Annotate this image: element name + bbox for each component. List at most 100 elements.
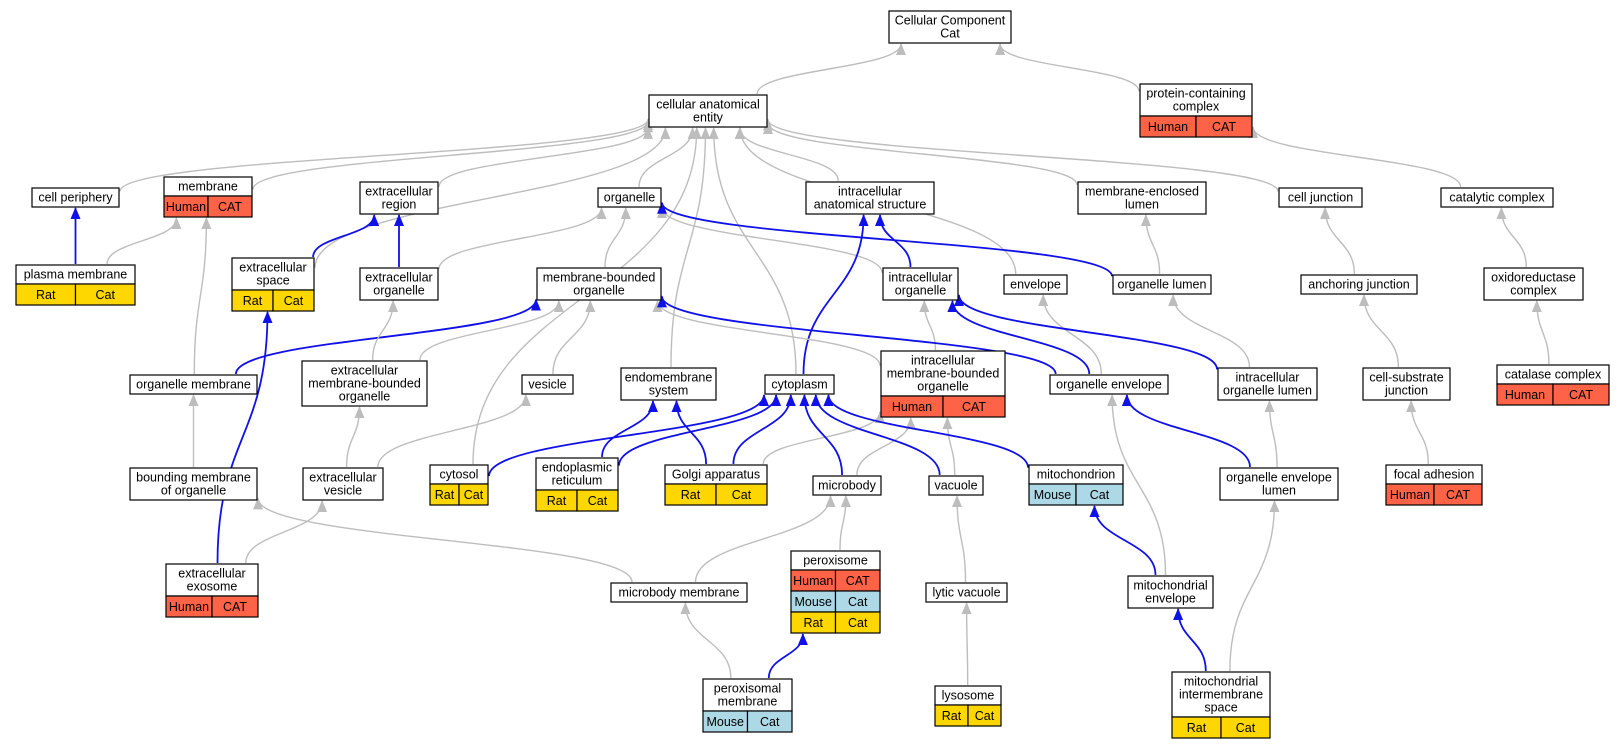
term-title-box (805, 181, 935, 215)
edge-extracellular-space-to-extracellular-region (312, 214, 380, 258)
gene-label: CAT (1569, 388, 1593, 402)
term-node-cytoplasm[interactable]: cytoplasm (764, 374, 835, 395)
gene-label: Cat (284, 294, 304, 308)
species-label: Human (1148, 120, 1188, 134)
term-node-envelope[interactable]: envelope (1003, 274, 1068, 295)
term-label-line: organelle (339, 390, 390, 404)
edge-intracellular-mb-organelle-to-intracellular-organelle (919, 300, 937, 351)
term-label-line: vesicle (324, 484, 362, 498)
edge-microbody-membrane-to-microbody (694, 495, 836, 583)
term-title-box (1219, 467, 1339, 501)
edge-intracellular-organelle-lumen-to-organelle-lumen (1168, 294, 1251, 368)
edge-path (1248, 126, 1462, 188)
edge-path (252, 120, 653, 190)
gene-cell (272, 289, 315, 312)
term-node-catalytic-complex[interactable]: catalytic complex (1440, 187, 1554, 208)
term-node-vacuole[interactable]: vacuole (928, 475, 984, 496)
term-label-line: catalytic complex (1449, 191, 1545, 205)
term-title-box (888, 10, 1012, 44)
gene-label: CAT (1212, 120, 1236, 134)
term-node-lytic-vacuole[interactable]: lytic vacuole (925, 582, 1008, 603)
term-node-intracellular-mb-organelle[interactable]: intracellularmembrane-boundedorganelleHu… (880, 350, 1006, 418)
edge-extracellular-space-to-cellular-anatomical-entity (314, 127, 671, 268)
term-title-box (1112, 274, 1212, 295)
term-label-line: junction (1384, 384, 1428, 398)
term-node-cell-periphery[interactable]: cell periphery (31, 187, 120, 208)
term-node-organelle-membrane[interactable]: organelle membrane (129, 374, 258, 395)
term-node-organelle-envelope[interactable]: organelle envelope (1049, 374, 1169, 395)
term-node-organelle[interactable]: organelle (597, 187, 662, 208)
term-label-line: membrane-enclosed (1085, 185, 1199, 199)
term-label-line: extracellular (239, 261, 306, 275)
edge-path (802, 214, 869, 375)
gene-cell (942, 395, 1006, 418)
species-label: Mouse (1034, 488, 1072, 502)
gene-label: Cat (760, 715, 780, 729)
edge-path (762, 411, 885, 465)
term-label-line: lytic vacuole (932, 586, 1000, 600)
term-node-organelle-lumen[interactable]: organelle lumen (1112, 274, 1212, 295)
term-node-cell-junction[interactable]: cell junction (1278, 187, 1363, 208)
edge-path (488, 394, 769, 477)
term-node-microbody-membrane[interactable]: microbody membrane (610, 582, 748, 603)
species-label: Human (166, 200, 206, 214)
term-title-box (1278, 187, 1363, 208)
edge-path (856, 417, 916, 476)
term-node-anchoring-junction[interactable]: anchoring junction (1300, 274, 1418, 295)
gene-cell (746, 710, 793, 733)
term-node-vesicle[interactable]: vesicle (521, 374, 574, 395)
term-label-line: endoplasmic (542, 461, 612, 475)
edge-extracellular-region-to-cellular-anatomical-entity (438, 126, 653, 187)
term-title-box (301, 360, 428, 407)
term-label-line: cytoplasm (771, 378, 827, 392)
edge-extracellular-organelle-to-organelle (438, 207, 607, 270)
term-label-line: microbody (818, 479, 876, 493)
edge-organelle-lumen-to-membrane-enclosed-lumen (1140, 214, 1161, 275)
term-node-microbody[interactable]: microbody (812, 475, 882, 496)
term-label-line: entity (693, 111, 724, 125)
gene-label: Cat (96, 288, 116, 302)
edge-path (1531, 300, 1550, 365)
edge-path (1173, 608, 1207, 672)
term-label-line: intracellular (838, 185, 902, 199)
term-label-line: organelle lumen (1223, 384, 1312, 398)
term-label-line: bounding membrane (136, 471, 251, 485)
species-label: Human (169, 600, 209, 614)
term-label-line: membrane-bounded (543, 271, 656, 285)
term-title-box (928, 475, 984, 496)
term-label-line: membrane (718, 695, 778, 709)
term-title-box (231, 257, 315, 291)
